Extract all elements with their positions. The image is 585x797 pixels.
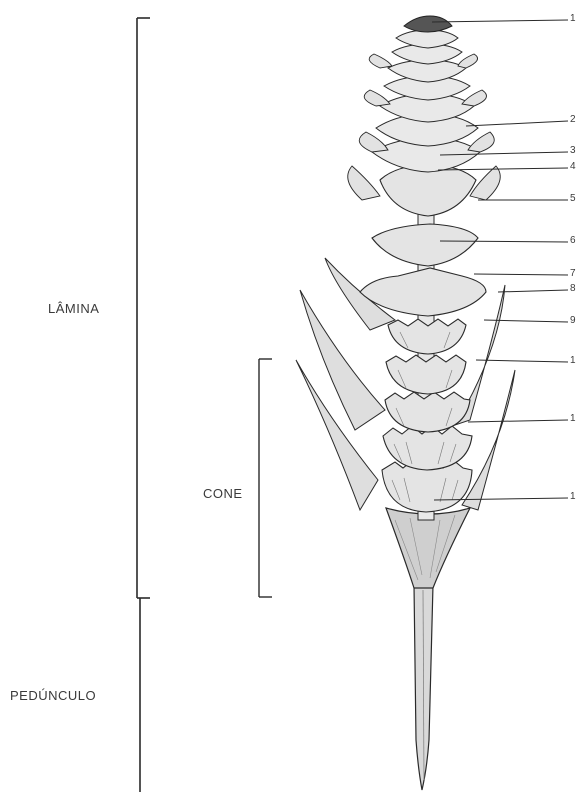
lamina-label: LÂMINA <box>48 301 99 316</box>
callout-6: 6 <box>570 235 576 246</box>
lamina-bracket <box>137 18 150 598</box>
cone-label: CONE <box>203 486 243 501</box>
cone-bracket <box>259 359 272 597</box>
apex-cap <box>404 16 452 32</box>
callout-1: 1 <box>570 13 576 24</box>
callout-4: 4 <box>570 161 576 172</box>
upper-whorls <box>372 30 480 172</box>
callout-7: 7 <box>570 268 576 279</box>
callout-9: 9 <box>570 315 576 326</box>
callout-11: 1 <box>570 413 576 424</box>
callout-5: 5 <box>570 193 576 204</box>
callout-12: 1 <box>570 491 576 502</box>
callout-10: 1 <box>570 355 576 366</box>
callout-2: 2 <box>570 114 576 125</box>
callout-8: 8 <box>570 283 576 294</box>
callout-3: 3 <box>570 145 576 156</box>
pedunculo-label: PEDÚNCULO <box>10 688 96 703</box>
